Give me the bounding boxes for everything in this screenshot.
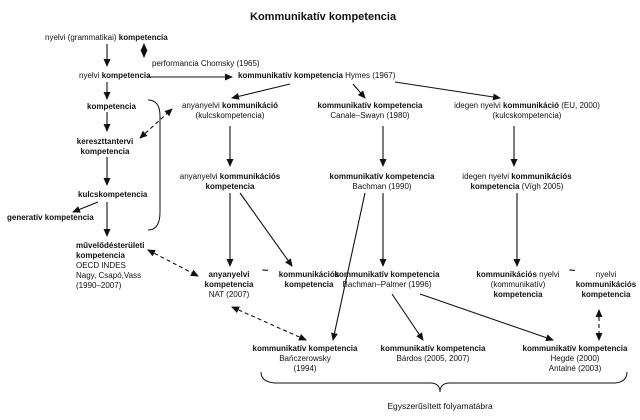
dashed-arrow-muvelodes-nat	[147, 249, 199, 277]
arrow-kulcs-to-generativ	[72, 201, 99, 213]
node-nyelvi-kompetencia: nyelvi kompetencia	[79, 71, 151, 80]
node-kommunikacios-nyelvi: kommunikációs nyelvi (kommunikatív) komp…	[476, 270, 560, 299]
node-anyanyelvi-kommunikacio: anyanyelvi kommunikáció (kulcskompetenci…	[181, 101, 279, 120]
node-bachman: kommunikatív kompetencia Bachman (1990)	[329, 172, 435, 191]
dashed-arrow-kereszt-anyanyelvi	[139, 108, 173, 139]
node-kompetencia: kompetencia	[87, 102, 136, 111]
node-canale-swayn: kommunikatív kompetencia Canale–Swayn (1…	[317, 101, 423, 120]
arrow-hymes-to-canale	[352, 83, 366, 99]
tilde-left: ~	[262, 265, 269, 277]
node-nyelvi-grammatikai: nyelvi (grammatikai) kompetencia	[45, 33, 168, 42]
node-kulcskompetencia: kulcskompetencia	[78, 190, 148, 199]
diagram-title: Kommunikatív kompetencia	[250, 11, 397, 23]
tilde-right: ~	[569, 265, 576, 277]
arrow-hymes-to-anyanyelvi	[231, 83, 291, 100]
node-generativ-kompetencia: generatív kompetencia	[7, 213, 94, 222]
arrow-hymes-to-idegen	[394, 81, 501, 101]
arrow-bachman-to-banczerowsky	[331, 192, 366, 341]
arrow-anyanyelvi-komkomp-to-kommunikacios	[239, 192, 293, 267]
bracket-curve	[147, 99, 161, 231]
arrow-palmer-to-hegde	[419, 293, 554, 342]
diagram-caption: Egyszerűsített folyamatábra	[387, 401, 493, 411]
node-bardos: kommunikatív kompetencia Bárdos (2005, 2…	[380, 344, 486, 363]
node-performancia: performancia Chomsky (1965)	[152, 59, 260, 68]
node-muvelodesteruleti: művelődésterületi kompetencia OECD INDES…	[76, 241, 145, 290]
node-idegen-nyelvi-kommunikacio: idegen nyelvi kommunikáció (EU, 2000) (k…	[454, 101, 600, 120]
node-kommunikacios-kompetencia: kommunikációs kompetencia	[278, 270, 340, 289]
dashed-arrow-nat-banczerowsky	[231, 306, 307, 341]
node-anyanyelvi-nat: anyanyelvi kompetencia NAT (2007)	[204, 270, 254, 299]
arrow-palmer-to-bardos	[391, 293, 424, 341]
node-kereszttantervi: kereszttantervi kompetencia	[76, 137, 134, 156]
node-kommunikativ-hymes: kommunikatív kompetencia Hymes (1967)	[238, 71, 396, 80]
node-anyanyelvi-kommunikacios-kompetencia: anyanyelvi kommunikációs kompetencia	[179, 172, 281, 191]
node-nyelvi-kommunikacios-right: nyelvi kommunikációs kompetencia	[575, 270, 637, 299]
node-banczerowsky: kommunikatív kompetencia Bańczerowsky (1…	[252, 344, 358, 373]
bottom-brace	[260, 371, 628, 393]
node-idegen-kommunikacios-kompetencia: idegen nyelvi kommunikációs kompetencia …	[462, 172, 572, 191]
node-hegde: kommunikatív kompetencia Hegde (2000) An…	[522, 344, 628, 373]
node-bachman-palmer: kommunikatív kompetencia Bachman–Palmer …	[334, 270, 440, 289]
